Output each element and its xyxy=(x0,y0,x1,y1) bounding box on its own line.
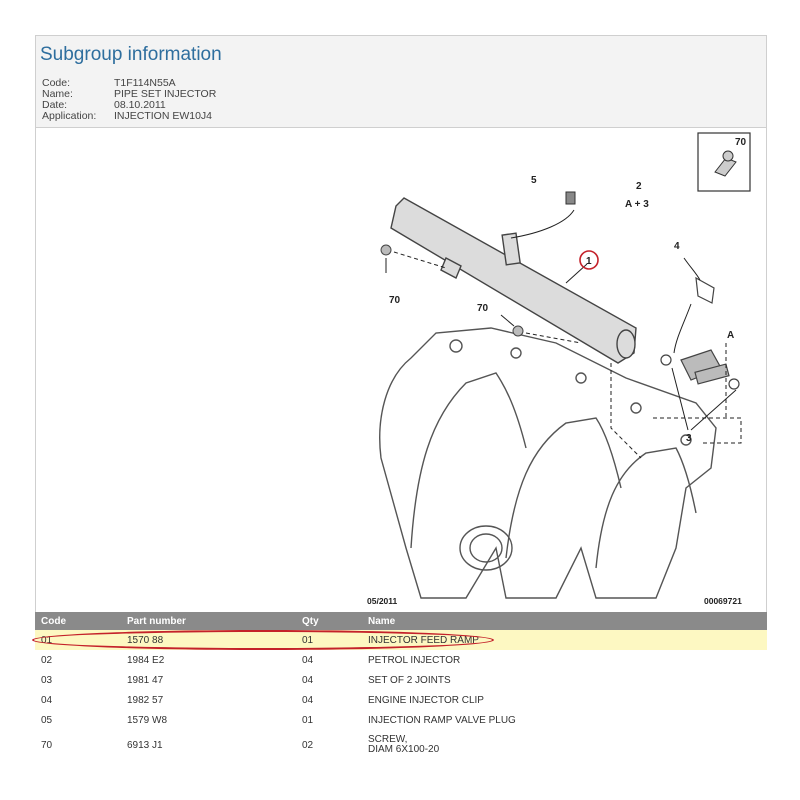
info-value: INJECTION EW10J4 xyxy=(114,110,213,122)
info-row-application: Application: INJECTION EW10J4 xyxy=(42,111,216,122)
parts-table: Code Part number Qty Name 01 1570 88 01 … xyxy=(35,612,767,760)
cell-part-number: 1981 47 xyxy=(127,674,164,686)
callout-a: A xyxy=(727,330,734,341)
cell-qty: 01 xyxy=(302,714,314,726)
diagram-drawing: 1 2 A + 3 3 4 5 70 70 70 A 05/2011 00069… xyxy=(367,132,751,606)
table-row[interactable]: 02 1984 E2 04 PETROL INJECTOR xyxy=(35,650,767,670)
callout-70-left: 70 xyxy=(389,295,401,306)
cell-code: 70 xyxy=(41,739,53,751)
cell-part-number: 1982 57 xyxy=(127,694,164,706)
table-row[interactable]: 01 1570 88 01 INJECTOR FEED RAMP xyxy=(35,630,767,650)
cell-part-number: 6913 J1 xyxy=(127,739,163,751)
dashed-guides xyxy=(393,251,742,459)
info-value: 08.10.2011 xyxy=(114,99,166,111)
info-value: T1F114N55A xyxy=(114,77,176,89)
cell-qty: 02 xyxy=(302,739,314,751)
fuel-rail xyxy=(390,197,637,364)
cell-code: 03 xyxy=(41,674,53,686)
intake-manifold xyxy=(379,327,717,599)
cell-qty: 01 xyxy=(302,634,314,646)
info-label: Date: xyxy=(42,99,68,111)
cell-name: SCREW, DIAM 6X100-20 xyxy=(368,734,440,755)
parts-diagram: 1 2 A + 3 3 4 5 70 70 70 A 05/2011 00069… xyxy=(35,128,767,612)
header-name: Name xyxy=(368,615,396,627)
info-list: Code: T1F114N55A Name: PIPE SET INJECTOR… xyxy=(42,78,216,122)
injector xyxy=(660,349,740,390)
info-value: PIPE SET INJECTOR xyxy=(114,88,217,100)
table-header: Code Part number Qty Name xyxy=(35,612,767,630)
callout-70-inset: 70 xyxy=(735,137,747,148)
info-row-name: Name: PIPE SET INJECTOR xyxy=(42,89,216,100)
header-part-number: Part number xyxy=(127,615,186,627)
panel-title: Subgroup information xyxy=(40,44,222,65)
callout-3: 3 xyxy=(686,433,692,444)
cell-name: PETROL INJECTOR xyxy=(368,654,461,666)
cell-qty: 04 xyxy=(302,654,314,666)
leader-lines xyxy=(385,209,737,431)
table-row[interactable]: 05 1579 W8 01 INJECTION RAMP VALVE PLUG xyxy=(35,710,767,730)
info-row-date: Date: 08.10.2011 xyxy=(42,100,216,111)
cell-code: 05 xyxy=(41,714,53,726)
valve-plug xyxy=(565,191,576,205)
diagram-ref-number: 00069721 xyxy=(704,596,742,606)
cell-code: 02 xyxy=(41,654,53,666)
callout-1: 1 xyxy=(586,256,592,267)
cell-qty: 04 xyxy=(302,674,314,686)
callout-5: 5 xyxy=(531,175,537,186)
info-label: Application: xyxy=(42,110,97,122)
cell-part-number: 1570 88 xyxy=(127,634,164,646)
callout-70-middle: 70 xyxy=(477,303,489,314)
cell-part-number: 1579 W8 xyxy=(127,714,168,726)
header-code: Code xyxy=(41,615,66,627)
callout-circle-1 xyxy=(579,250,599,270)
header-qty: Qty xyxy=(302,615,319,627)
table-row[interactable]: 70 6913 J1 02 SCREW, DIAM 6X100-20 xyxy=(35,730,767,760)
injector-clip xyxy=(695,276,715,304)
cell-code: 04 xyxy=(41,694,53,706)
subgroup-info-panel: Subgroup information Code: T1F114N55A Na… xyxy=(35,35,767,128)
callout-2-sub: A + 3 xyxy=(625,199,649,210)
table-row[interactable]: 03 1981 47 04 SET OF 2 JOINTS xyxy=(35,670,767,690)
table-row[interactable]: 04 1982 57 04 ENGINE INJECTOR CLIP xyxy=(35,690,767,710)
callout-2: 2 xyxy=(636,181,642,192)
inset-screw xyxy=(714,150,737,177)
cell-name: ENGINE INJECTOR CLIP xyxy=(368,694,484,706)
cell-part-number: 1984 E2 xyxy=(127,654,165,666)
cell-name: INJECTOR FEED RAMP xyxy=(368,634,479,646)
info-label: Code: xyxy=(42,77,71,89)
info-row-code: Code: T1F114N55A xyxy=(42,78,216,89)
callout-4: 4 xyxy=(674,241,680,252)
cell-name: INJECTION RAMP VALVE PLUG xyxy=(368,714,516,726)
info-label: Name: xyxy=(42,88,73,100)
cell-name: SET OF 2 JOINTS xyxy=(368,674,451,686)
diagram-date-stamp: 05/2011 xyxy=(367,596,398,606)
cell-qty: 04 xyxy=(302,694,314,706)
cell-code: 01 xyxy=(41,634,53,646)
